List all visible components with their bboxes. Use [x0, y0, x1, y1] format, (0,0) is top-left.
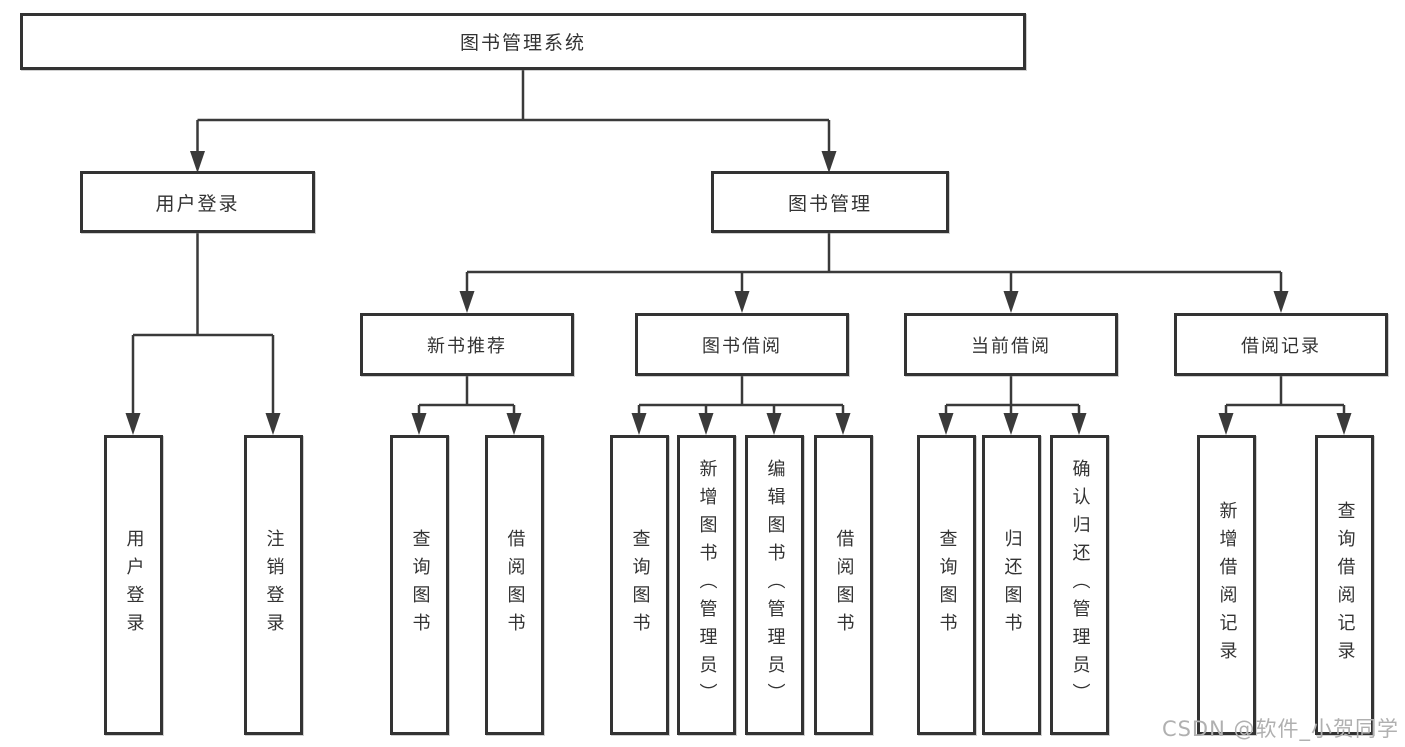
leaf-label: 新增图书（管理员）: [696, 459, 718, 711]
leaf-user-login: 用户登录: [104, 435, 163, 735]
leaf-label: 查询图书: [409, 529, 431, 641]
node-current-borrow: 当前借阅: [904, 313, 1118, 376]
leaf-label: 查询图书: [629, 529, 651, 641]
leaf-label: 用户登录: [123, 529, 145, 641]
leaf-add-books-admin: 新增图书（管理员）: [677, 435, 736, 735]
leaf-label: 查询图书: [936, 529, 958, 641]
leaf-label: 查询借阅记录: [1334, 501, 1356, 669]
leaf-borrow-books: 借阅图书: [814, 435, 873, 735]
leaf-query-books-current: 查询图书: [917, 435, 976, 735]
csdn-watermark: CSDN @软件_小贺同学: [1161, 717, 1399, 741]
node-book-management: 图书管理: [711, 171, 949, 233]
leaf-label: 新增借阅记录: [1216, 501, 1238, 669]
leaf-query-books-recommend: 查询图书: [390, 435, 449, 735]
leaf-label: 注销登录: [263, 529, 285, 641]
node-library-system: 图书管理系统: [20, 13, 1026, 70]
node-user-login: 用户登录: [80, 171, 315, 233]
leaf-label: 借阅图书: [833, 529, 855, 641]
leaf-label: 确认归还（管理员）: [1069, 459, 1091, 711]
leaf-add-borrow-record: 新增借阅记录: [1197, 435, 1256, 735]
node-book-borrow: 图书借阅: [635, 313, 849, 376]
leaf-logout: 注销登录: [244, 435, 303, 735]
leaf-label: 借阅图书: [504, 529, 526, 641]
arrowheads: [125, 151, 1352, 435]
leaf-edit-books-admin: 编辑图书（管理员）: [745, 435, 804, 735]
leaf-query-borrow-record: 查询借阅记录: [1315, 435, 1374, 735]
leaf-label: 归还图书: [1001, 529, 1023, 641]
leaf-return-books: 归还图书: [982, 435, 1041, 735]
node-new-book-recommend: 新书推荐: [360, 313, 574, 376]
leaf-label: 编辑图书（管理员）: [764, 459, 786, 711]
leaf-confirm-return-admin: 确认归还（管理员）: [1050, 435, 1109, 735]
node-borrow-records: 借阅记录: [1174, 313, 1388, 376]
leaf-query-books-borrow: 查询图书: [610, 435, 669, 735]
leaf-borrow-books-recommend: 借阅图书: [485, 435, 544, 735]
